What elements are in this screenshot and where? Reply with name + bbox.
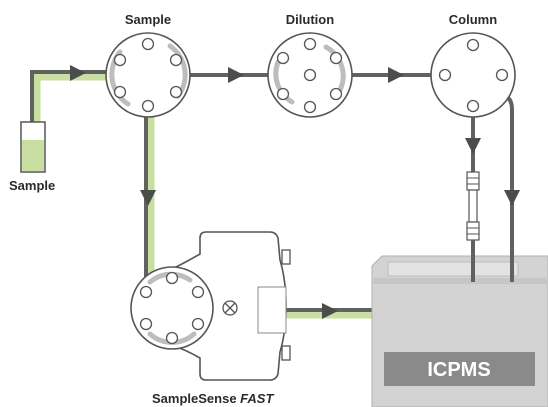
sample-vial (20, 121, 46, 173)
samplesense-label: SampleSense FAST (152, 391, 274, 406)
arrow-sample-down (140, 190, 156, 206)
inline-column-cartridge (466, 171, 480, 241)
column-valve-label: Column (449, 12, 497, 27)
arrow-dilution-to-column (388, 67, 404, 83)
icpms-panel (384, 352, 535, 386)
sample-valve-label: Sample (125, 12, 171, 27)
samplesense-valve (130, 266, 214, 350)
samplesense-label-fast: FAST (240, 391, 274, 406)
arrow-column-right-down (504, 190, 520, 206)
arrow-column-left-down (465, 138, 481, 154)
samplesense-fast-unit (173, 231, 291, 381)
column-valve (430, 32, 516, 118)
arrow-vial-to-sample (70, 65, 86, 81)
arrow-sample-to-dilution (228, 67, 244, 83)
dilution-valve (267, 32, 353, 118)
arrow-samplesense-to-icpms (322, 303, 338, 319)
icpms-label: ICPMS (427, 359, 490, 381)
sample-vial-label: Sample (9, 178, 55, 193)
samplesense-label-main: SampleSense (152, 391, 240, 406)
dilution-valve-label: Dilution (286, 12, 334, 27)
sample-valve (105, 32, 191, 118)
icpms-instrument (371, 255, 548, 407)
